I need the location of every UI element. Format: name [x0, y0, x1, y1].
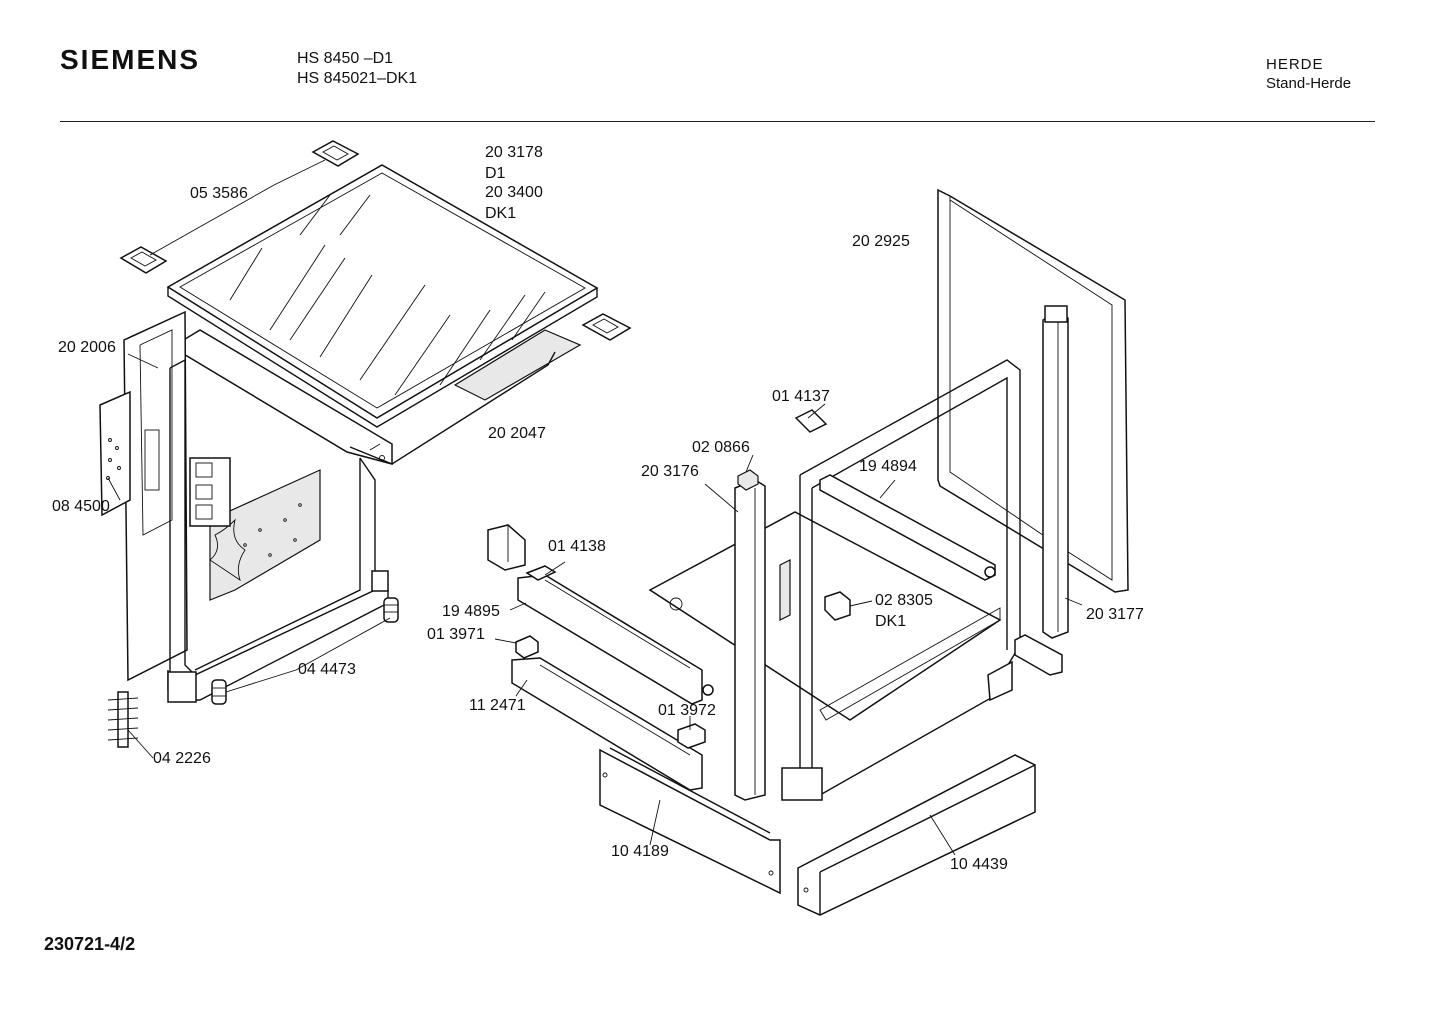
label-hinge-plate: 08 4500: [52, 498, 110, 515]
product-category: HERDE: [1266, 56, 1324, 73]
label-clip-top: 05 3586: [190, 185, 248, 202]
drawing-number: 230721-4/2: [44, 934, 136, 954]
foot-part-front: [211, 679, 227, 705]
label-plinth-side: 10 4439: [950, 856, 1008, 873]
plinth-side-part: [797, 754, 1036, 916]
oven-frame-right: [779, 359, 1021, 801]
label-column-front: 20 3176: [641, 463, 699, 480]
rail-right-part: [819, 474, 996, 581]
header-divider: [60, 121, 1375, 122]
label-cap: 02 0866: [692, 439, 750, 456]
label-plinth-front: 10 4189: [611, 843, 669, 860]
bracket-a-part: [487, 524, 526, 571]
label-foot: 04 4473: [298, 661, 356, 678]
product-subcategory: Stand-Herde: [1266, 75, 1352, 92]
top-glass-plate: [166, 164, 599, 428]
top-clip-front: [119, 246, 168, 274]
rail-middle-part: [517, 574, 714, 705]
label-comb-bracket: 04 2226: [153, 750, 211, 767]
rear-rail-part: [1014, 634, 1063, 676]
label-back-panel: 20 2925: [852, 233, 910, 250]
clip-small-part: [794, 409, 828, 433]
label-column-rear: 20 3177: [1086, 606, 1144, 623]
slider-a-part: [515, 635, 539, 659]
brand-logo: SIEMENS: [60, 44, 201, 75]
model-number-2: HS 845021–DK1: [297, 70, 418, 87]
oven-frame-left: [167, 358, 389, 703]
plinth-front-part: [599, 747, 781, 895]
label-bracket-a: 01 4138: [548, 538, 606, 555]
label-rail-right: 19 4894: [859, 458, 917, 475]
back-panel-part: [937, 188, 1129, 593]
rail-lower-part: [511, 657, 703, 791]
top-clip-right: [581, 313, 632, 341]
comb-bracket-part: [107, 691, 139, 748]
label-rail-lower: 11 2471: [469, 697, 526, 714]
clip-a-part: [525, 565, 557, 581]
side-panel-left: [99, 310, 188, 682]
front-column-part: [734, 469, 766, 801]
foot-part-rear: [383, 597, 399, 623]
model-number-1: HS 8450 –D1: [297, 50, 394, 67]
top-clip-rear: [311, 140, 360, 167]
rear-column-part: [1042, 305, 1069, 639]
label-slider-b: 01 3972: [658, 702, 716, 719]
label-rail-middle: 19 4895: [442, 603, 500, 620]
label-side-panel-left: 20 2006: [58, 339, 116, 356]
front-strip: [170, 329, 582, 465]
label-front-strip: 20 2047: [488, 425, 546, 442]
label-slider-a: 01 3971: [427, 626, 485, 643]
label-clip-small: 01 4137: [772, 388, 830, 405]
leader-lines: [107, 159, 1083, 856]
slider-b-part: [677, 723, 706, 749]
holder-part: [824, 591, 851, 621]
